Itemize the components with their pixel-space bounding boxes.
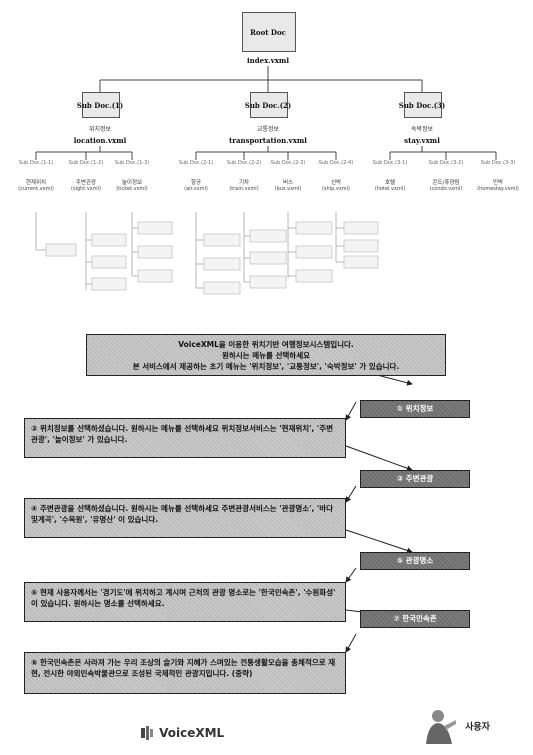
- user-footer: 사용자: [420, 706, 490, 746]
- sub-doc-2-name: 교통정보: [256, 126, 280, 133]
- leaf-file: (ticket.vxml): [116, 186, 148, 192]
- user-choice-attraction: ⑤ 관광명소: [360, 552, 470, 570]
- leaf-caption: Sub Doc.(2-2): [226, 160, 262, 166]
- leaf-file: (air.vxml): [184, 186, 208, 192]
- leaf-caption: Sub Doc.(1-3): [114, 160, 150, 166]
- tree-connectors: [35, 66, 497, 290]
- leaf-name: 현재위치: [25, 180, 47, 186]
- sub-doc-2-file: transportation.vxml: [229, 136, 307, 145]
- sub-doc-3-file: stay.vxml: [404, 136, 440, 145]
- intro-line-2: 원하시는 메뉴를 선택하세요: [221, 351, 311, 360]
- leaf-name: 민박: [492, 180, 504, 186]
- leaf-node: Sub Doc.(1-3) 놀이정보 (ticket.vxml): [106, 160, 158, 212]
- leaf-node: Sub Doc.(1-2) 주변관광 (sight.vxml): [58, 160, 114, 212]
- leaf-file: (train.vxml): [229, 186, 259, 192]
- root-doc-label: Root Doc: [250, 28, 286, 37]
- leaf-caption: Sub Doc.(2-1): [178, 160, 214, 166]
- leaf-caption: Sub Doc.(3-3): [480, 160, 516, 166]
- leaf-file: (condo.vxml): [429, 186, 463, 192]
- leaf-node: Sub Doc.(3-2) 콘도/휴양림 (condo.vxml): [418, 160, 474, 212]
- sub-doc-2-folder-icon: [250, 92, 288, 118]
- user-label: 사용자: [465, 722, 490, 733]
- sub-doc-3-label: Sub Doc.(3): [398, 101, 446, 110]
- root-folder-icon: [242, 12, 296, 52]
- leaf-caption: Sub Doc.(1-2): [68, 160, 104, 166]
- sub-doc-1-folder-icon: [82, 92, 120, 118]
- leaf-file: (homestay.vxml): [477, 186, 519, 192]
- voicexml-logo-icon: [141, 725, 153, 740]
- leaf-node: Sub Doc.(1-1) 현재위치 (current.vxml): [8, 160, 64, 212]
- voicexml-footer: VoiceXML: [140, 722, 224, 741]
- leaf-file: (sight.vxml): [71, 186, 101, 192]
- leaf-caption: Sub Doc.(3-1): [372, 160, 408, 166]
- leaf-file: (hotel.vxml): [374, 186, 406, 192]
- leaf-name: 호텔: [384, 180, 396, 186]
- system-reply-6: ⑥ 현재 사용자께서는 '경기도'에 위치하고 계시며 근처의 관광 명소로는 …: [24, 582, 346, 622]
- system-reply-8: ⑧ 한국민속촌은 사라져 가는 우리 조상의 슬기와 지혜가 스며있는 전통생활…: [24, 652, 346, 694]
- intro-line-1: VoiceXML을 이용한 위치기반 여행정보시스템입니다.: [178, 340, 354, 349]
- leaf-file: (bus.vxml): [274, 186, 302, 192]
- sub-doc-3-name: 숙박정보: [410, 126, 434, 133]
- leaf-name: 버스: [282, 180, 294, 186]
- intro-line-3: 본 서비스에서 제공하는 초기 메뉴는 '위치정보', '교통정보', '숙박정…: [132, 362, 400, 371]
- sub-doc-1-label: Sub Doc.(1): [76, 101, 124, 110]
- leaf-node: Sub Doc.(2-4) 선박 (ship.vxml): [312, 160, 360, 212]
- leaf-name: 주변관광: [75, 180, 97, 186]
- leaf-name: 콘도/휴양림: [432, 180, 460, 186]
- leaf-node: Sub Doc.(2-3) 버스 (bus.vxml): [264, 160, 312, 212]
- user-choice-location: ① 위치정보: [360, 400, 470, 418]
- leaf-name: 놀이정보: [121, 180, 143, 186]
- sub-doc-3-folder-icon: [404, 92, 442, 118]
- leaf-file: (current.vxml): [18, 186, 54, 192]
- leaf-node: Sub Doc.(3-1) 호텔 (hotel.vxml): [364, 160, 416, 212]
- system-reply-2: ② 위치정보를 선택하셨습니다. 원하시는 메뉴를 선택하세요 위치정보서비스는…: [24, 418, 346, 458]
- leaf-caption: Sub Doc.(2-3): [270, 160, 306, 166]
- leaf-node: Sub Doc.(3-3) 민박 (homestay.vxml): [470, 160, 526, 212]
- user-figure-icon: [426, 710, 456, 744]
- leaf-name: 기차: [238, 180, 250, 186]
- voicexml-label: VoiceXML: [159, 726, 225, 740]
- system-intro-box: VoiceXML을 이용한 위치기반 여행정보시스템입니다. 원하시는 메뉴를 …: [86, 334, 446, 376]
- leaf-node: Sub Doc.(2-2) 기차 (train.vxml): [220, 160, 268, 212]
- sub-doc-1-name: 위치정보: [88, 126, 112, 133]
- sub-doc-2-label: Sub Doc.(2): [244, 101, 292, 110]
- sub-doc-1-file: location.vxml: [73, 136, 127, 145]
- leaf-node: Sub Doc.(2-1) 항공 (air.vxml): [172, 160, 220, 212]
- leaf-caption: Sub Doc.(1-1): [18, 160, 54, 166]
- leaf-caption: Sub Doc.(3-2): [428, 160, 464, 166]
- leaf-name: 선박: [330, 180, 342, 186]
- user-choice-folk-village: ⑦ 한국민속촌: [360, 610, 470, 628]
- third-level-nodes: [45, 221, 379, 295]
- user-choice-sightseeing: ③ 주변관광: [360, 470, 470, 488]
- root-doc-file: index.vxml: [246, 56, 289, 65]
- system-reply-4: ④ 주변관광을 선택하셨습니다. 원하시는 메뉴를 선택하세요 주변관광서비스는…: [24, 498, 346, 538]
- leaf-caption: Sub Doc.(2-4): [318, 160, 354, 166]
- leaf-name: 항공: [190, 180, 202, 186]
- leaf-file: (ship.vxml): [321, 186, 350, 192]
